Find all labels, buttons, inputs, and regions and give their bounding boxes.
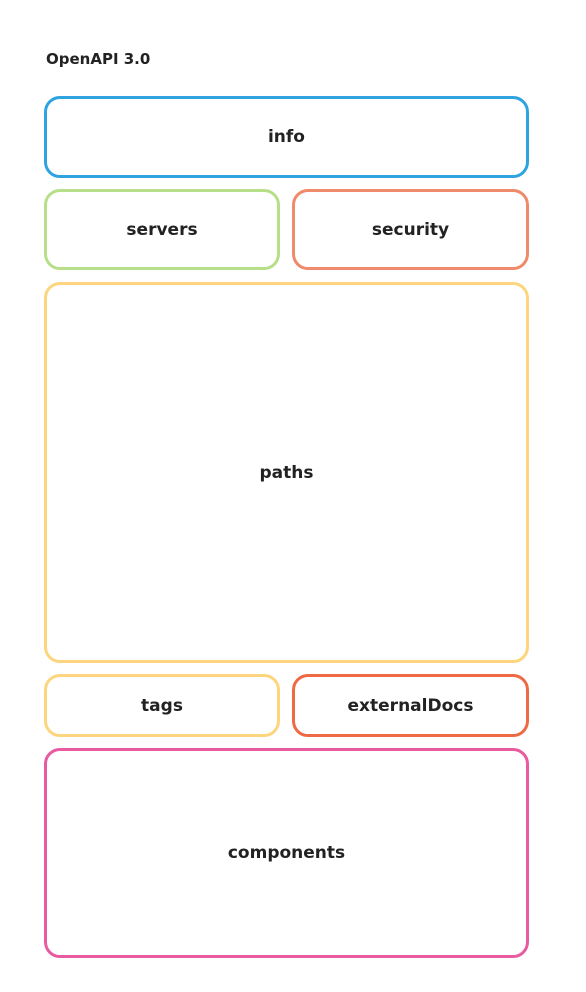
servers-label: servers [126, 219, 198, 240]
paths-label: paths [259, 462, 314, 483]
components-label: components [227, 843, 346, 863]
security-label: security [371, 219, 450, 240]
info-box: info [44, 96, 529, 178]
info-label: info [267, 127, 305, 147]
tags-box: tags [44, 674, 280, 737]
externaldocs-box: externalDocs [292, 674, 529, 737]
externaldocs-label: externalDocs [347, 695, 474, 716]
paths-box: paths [44, 282, 529, 663]
security-box: security [292, 189, 529, 270]
diagram-title: OpenAPI 3.0 [46, 50, 151, 68]
servers-box: servers [44, 189, 280, 270]
components-box: components [44, 748, 529, 958]
tags-label: tags [141, 695, 183, 716]
